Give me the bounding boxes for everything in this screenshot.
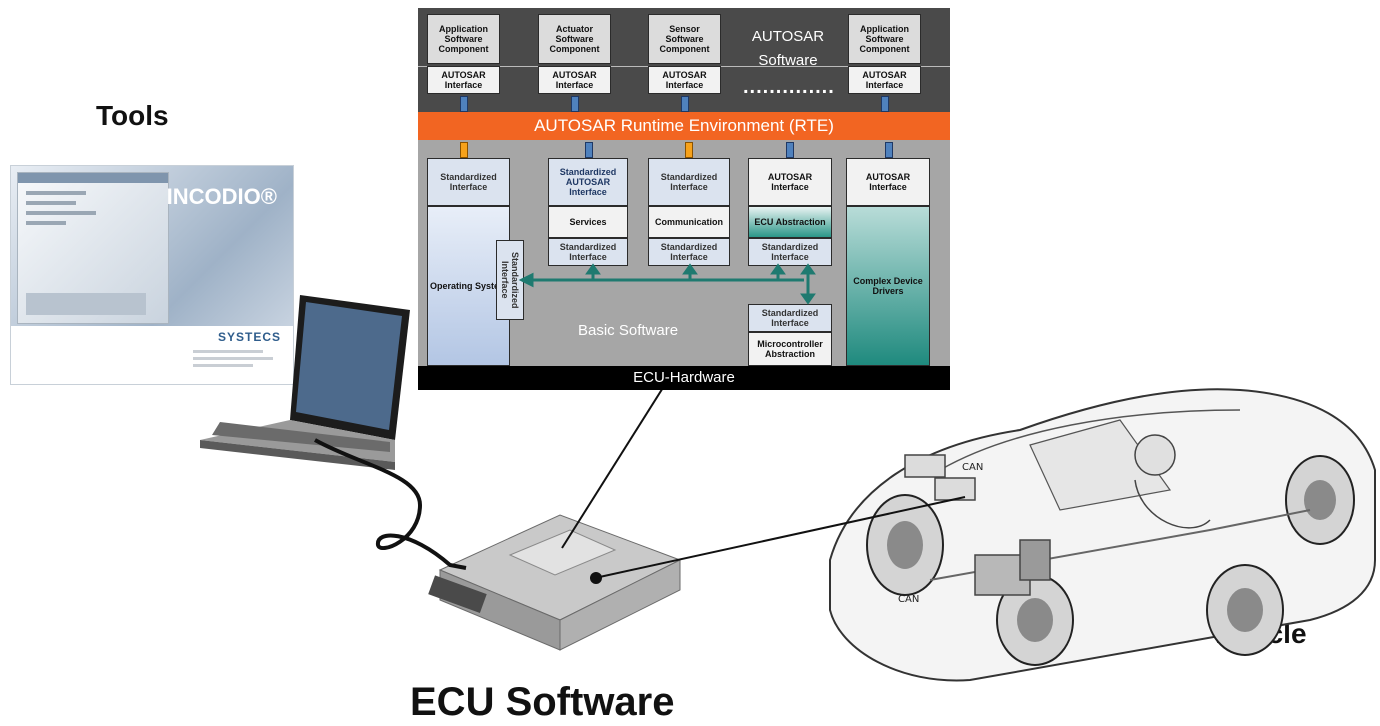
communication-box: Communication <box>648 206 730 238</box>
bsw-arrow-os <box>460 142 468 158</box>
swc-arrow-1 <box>460 96 468 112</box>
can-tag-2: CAN <box>898 594 919 605</box>
swc-interface-1: AUTOSAR Interface <box>427 66 500 94</box>
laptop-image <box>200 295 410 470</box>
swc-box-2: Actuator Software Component <box>538 14 611 64</box>
ecu-device-image <box>428 514 682 651</box>
ecu-abstraction-box: ECU Abstraction <box>748 206 832 238</box>
swc-box-1: Application Software Component <box>427 14 500 64</box>
ecu-hardware-bar: ECU-Hardware <box>418 366 950 390</box>
bsw-arrow-cdd <box>885 142 893 158</box>
swc-interface-3: AUTOSAR Interface <box>648 66 721 94</box>
incodio-product-box: INCODIO® SYSTECS <box>10 165 294 385</box>
communication-standardized-interface: Standardized Interface <box>648 158 730 206</box>
mcal-standardized-interface: Standardized Interface <box>748 304 832 332</box>
services-autosar-interface: Standardized AUTOSAR Interface <box>548 158 628 206</box>
swc-arrow-3 <box>681 96 689 112</box>
software-screenshot-image <box>17 172 169 324</box>
swc-interface-2: AUTOSAR Interface <box>538 66 611 94</box>
bsw-arrow-services <box>585 142 593 158</box>
swc-arrow-4 <box>881 96 889 112</box>
rte-bar: AUTOSAR Runtime Environment (RTE) <box>418 112 950 140</box>
cdd-autosar-interface: AUTOSAR Interface <box>846 158 930 206</box>
services-standardized-interface: Standardized Interface <box>548 238 628 266</box>
os-standardized-interface: Standardized Interface <box>427 158 510 206</box>
basic-software-label: Basic Software <box>578 322 679 339</box>
bsw-bus-lines <box>518 263 816 305</box>
tools-label: Tools <box>96 100 169 131</box>
basic-software-layer: Standardized Interface Operating System … <box>418 140 950 366</box>
services-box: Services <box>548 206 628 238</box>
autosar-architecture-diagram: Application Software Component AUTOSAR I… <box>418 8 950 390</box>
swc-box-4: Application Software Component <box>848 14 921 64</box>
can-tag-1: CAN <box>962 462 983 473</box>
operating-system-box: Operating System <box>427 206 510 366</box>
swc-arrow-2 <box>571 96 579 112</box>
autosar-software-title-1: AUTOSAR <box>751 28 825 45</box>
complex-device-drivers-box: Complex Device Drivers <box>846 206 930 366</box>
vehicle-image: CAN CAN <box>829 388 1376 682</box>
ecu-abstraction-autosar-interface: AUTOSAR Interface <box>748 158 832 206</box>
systecs-brand: SYSTECS <box>217 330 281 344</box>
swc-box-3: Sensor Software Component <box>648 14 721 64</box>
communication-bottom-interface: Standardized Interface <box>648 238 730 266</box>
incodio-brand: INCODIO® <box>166 184 277 209</box>
microcontroller-abstraction-box: Microcontroller Abstraction <box>748 332 832 366</box>
product-band: SYSTECS <box>11 326 293 384</box>
autosar-software-title-2: Software <box>758 52 818 69</box>
ecu-abstraction-bottom-interface: Standardized Interface <box>748 238 832 266</box>
bsw-arrow-comm <box>685 142 693 158</box>
bsw-arrow-ecua <box>786 142 794 158</box>
swc-interface-4: AUTOSAR Interface <box>848 66 921 94</box>
ecu-software-label: ECU Software <box>410 680 675 724</box>
more-components-ellipsis: .............. <box>743 76 835 98</box>
